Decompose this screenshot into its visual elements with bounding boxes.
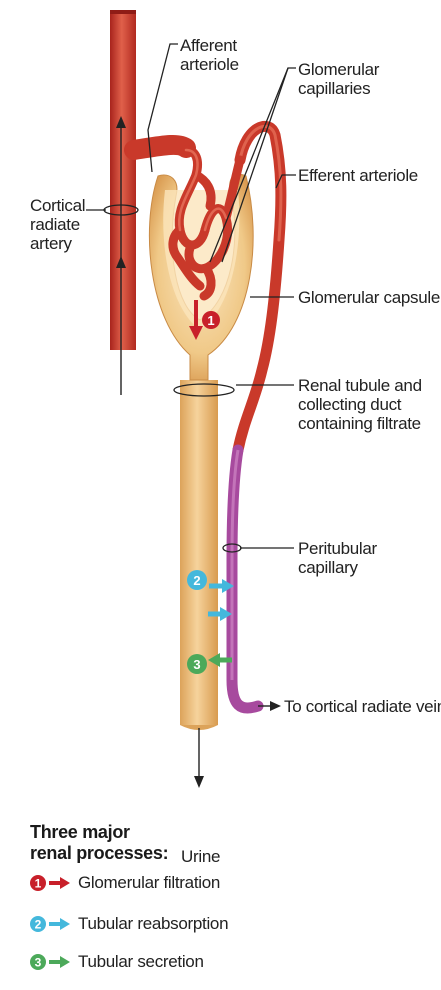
cortical-radiate-artery-label: Cortical radiate artery <box>30 196 85 253</box>
cortical-radiate-artery <box>110 10 136 395</box>
secretion-icon: 3 <box>28 951 72 973</box>
urine-label: Urine <box>181 847 220 866</box>
svg-text:3: 3 <box>193 657 200 672</box>
peritubular-capillary-label: Peritubular capillary <box>298 539 377 577</box>
reabsorption-icon: 2 <box>28 913 72 935</box>
renal-tubule-label: Renal tubule and collecting duct contain… <box>298 376 422 433</box>
legend-label: Tubular reabsorption <box>78 914 228 934</box>
svg-text:1: 1 <box>207 313 214 328</box>
efferent-arteriole-label: Efferent arteriole <box>298 166 418 185</box>
afferent-arteriole <box>134 145 186 150</box>
legend-label: Glomerular filtration <box>78 873 220 893</box>
legend-title: Three major renal processes: <box>30 822 168 864</box>
peritubular-capillary <box>232 450 258 708</box>
legend-item-reabsorption: 2 Tubular reabsorption <box>28 912 228 936</box>
glomerular-capillaries-label: Glomerular capillaries <box>298 60 379 98</box>
svg-text:1: 1 <box>35 877 42 891</box>
urine-arrow <box>194 728 204 788</box>
glomerular-capsule-label: Glomerular capsule <box>298 288 440 307</box>
svg-text:3: 3 <box>35 956 42 970</box>
afferent-arteriole-label: Afferent arteriole <box>180 36 239 74</box>
glomerular-capsule <box>149 174 253 380</box>
legend-item-secretion: 3 Tubular secretion <box>28 950 204 974</box>
legend-item-filtration: 1 Glomerular filtration <box>28 871 220 895</box>
cortical-vein-label: To cortical radiate vein <box>284 697 441 716</box>
svg-text:2: 2 <box>35 918 42 932</box>
svg-text:2: 2 <box>193 573 200 588</box>
legend-label: Tubular secretion <box>78 952 204 972</box>
filtration-icon: 1 <box>28 872 72 894</box>
